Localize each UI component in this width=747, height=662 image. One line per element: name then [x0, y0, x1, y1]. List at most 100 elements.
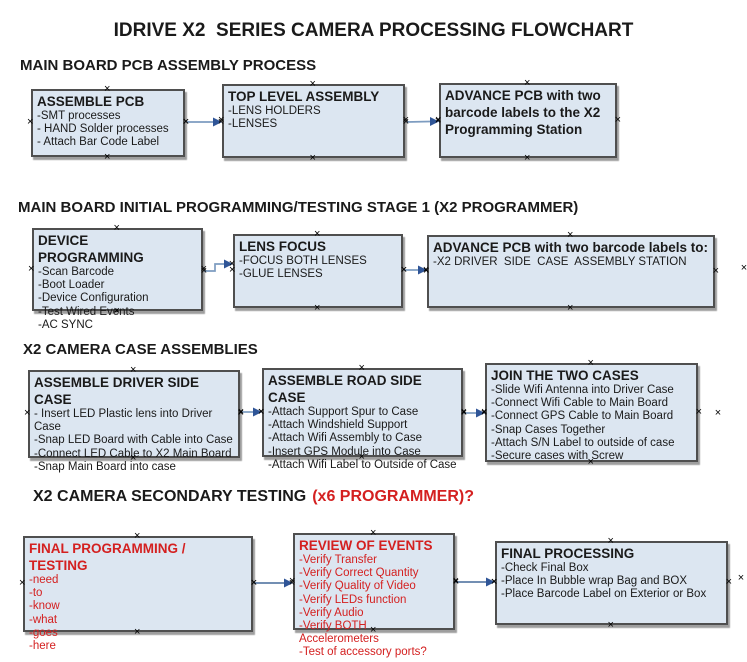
- box-item: -Attach S/N Label to outside of case: [491, 436, 675, 449]
- connection-handle-icon: ×: [358, 451, 365, 463]
- box-item: -Insert GPS Module into Case: [268, 445, 421, 458]
- box-item: -Scan Barcode: [38, 266, 115, 278]
- connection-handle-icon: ×: [27, 116, 34, 128]
- connector-arrow[interactable]: [187, 117, 222, 127]
- box-title: DEVICE PROGRAMMING: [38, 233, 144, 265]
- box-item: -Attach Windshield Support: [268, 419, 408, 432]
- connection-handle-icon: ×: [587, 456, 594, 468]
- connector-arrow[interactable]: [254, 578, 293, 588]
- flow-box-assemble-pcb[interactable]: ASSEMBLE PCB -SMT processes - HAND Solde…: [27, 84, 189, 163]
- connection-handle-icon: ×: [104, 151, 111, 163]
- box-title: JOIN THE TWO CASES: [491, 368, 639, 383]
- connection-point-icon: ×: [422, 264, 430, 276]
- connection-point-icon: ×: [288, 577, 296, 589]
- flow-box-assemble-driver-side-case[interactable]: ASSEMBLE DRIVER SIDE CASE - Insert LED P…: [24, 365, 244, 473]
- connection-handle-icon: ×: [614, 113, 621, 126]
- connection-handle-icon: ×: [607, 619, 614, 631]
- connector-arrow[interactable]: [406, 117, 439, 126]
- connection-point-icon: ×: [237, 406, 245, 418]
- box-title: ADVANCE PCB with two barcode labels to t…: [445, 88, 601, 137]
- connection-point-icon: ×: [490, 576, 498, 588]
- connection-handle-icon: ×: [314, 302, 321, 314]
- connection-handle-icon: ×: [452, 574, 459, 587]
- connection-handle-icon: ×: [524, 152, 531, 164]
- box-item: -Secure cases with Screw: [491, 450, 624, 463]
- connection-handle-icon: ×: [289, 574, 296, 587]
- flow-box-advance-pcb-programming-station[interactable]: ADVANCE PCB with two barcode labels to t…: [435, 78, 621, 164]
- box-item: -Connect GPS Cable to Main Board: [491, 410, 674, 423]
- box-item: -Snap Cases Together: [491, 423, 606, 436]
- connection-handle-icon: ×: [725, 576, 732, 588]
- box-item: -Verify BOTH Accelerometers: [299, 620, 379, 646]
- box-item: -AC SYNC: [38, 318, 93, 331]
- box-item: -Slide Wifi Antenna into Driver Case: [491, 384, 674, 396]
- connection-point-icon: ×: [200, 265, 208, 277]
- connection-point-icon: ×: [400, 264, 408, 276]
- connection-handle-icon: ×: [258, 405, 265, 418]
- connector-arrow[interactable]: [241, 407, 262, 417]
- connection-handle-icon: ×: [309, 152, 316, 164]
- connection-handle-icon: ×: [370, 624, 377, 636]
- connection-handle-icon: ×: [435, 113, 442, 126]
- flow-box-review-of-events[interactable]: REVIEW OF EVENTS -Verify Transfer -Verif…: [289, 528, 459, 659]
- box-item: -Attach Wifi Assembly to Case: [268, 432, 423, 445]
- connection-handle-icon: ×: [182, 116, 189, 128]
- connection-point-icon: ×: [228, 258, 236, 270]
- box-item: -Test of accessory ports?: [299, 646, 427, 659]
- connection-handle-icon: ×: [19, 577, 26, 589]
- box-title: FINAL PROGRAMMING / TESTING: [29, 541, 186, 573]
- page-title: IDRIVE X2 SERIES CAMERA PROCESSING FLOWC…: [113, 20, 634, 41]
- connection-point-icon: ×: [217, 116, 225, 128]
- box-title: LENS FOCUS: [239, 239, 327, 254]
- connection-handle-icon: ×: [130, 364, 137, 376]
- connection-handle-icon: ×: [370, 527, 377, 539]
- connection-point-icon: ×: [434, 115, 442, 127]
- connection-handle-icon: ×: [358, 362, 365, 374]
- flow-box-advance-pcb-driver-side[interactable]: ADVANCE PCB with two barcode labels to: …: [423, 230, 719, 314]
- connection-handle-icon: ×: [314, 228, 321, 240]
- flow-box-lens-focus[interactable]: LENS FOCUS -FOCUS BOTH LENSES -GLUE LENS…: [229, 229, 407, 314]
- box-title: ASSEMBLE PCB: [37, 94, 145, 109]
- flow-box-final-programming-testing[interactable]: FINAL PROGRAMMING / TESTING -need -to -k…: [19, 531, 257, 653]
- box-item: -Verify Audio: [299, 606, 364, 619]
- section-heading-pcb-assembly: MAIN BOARD PCB ASSEMBLY PROCESS: [20, 57, 317, 74]
- box-item: -Place In Bubble wrap Bag and BOX: [501, 575, 688, 588]
- box-title: ASSEMBLE ROAD SIDE CASE: [268, 373, 422, 405]
- box-item: -SMT processes: [37, 110, 121, 122]
- flow-box-final-processing[interactable]: FINAL PROCESSING -Check Final Box -Place…: [491, 536, 732, 631]
- connection-handle-icon: ×: [712, 264, 719, 277]
- box-title: ASSEMBLE DRIVER SIDE CASE: [34, 375, 200, 407]
- connection-handle-icon: ×: [481, 405, 488, 418]
- connection-handle-icon: ×: [524, 77, 531, 89]
- connection-point-icon: ×: [460, 407, 468, 419]
- connection-handle-icon: ×: [28, 262, 35, 275]
- connector-arrow[interactable]: [464, 408, 485, 418]
- connection-handle-icon: ×: [695, 405, 702, 418]
- connector-arrow[interactable]: [404, 265, 427, 275]
- flow-box-top-level-assembly[interactable]: TOP LEVEL ASSEMBLY -LENS HOLDERS -LENSES…: [218, 79, 409, 164]
- box-item: -Verify Quality of Video: [299, 580, 416, 593]
- box-item: -Boot Loader: [38, 279, 105, 292]
- flow-box-assemble-road-side-case[interactable]: ASSEMBLE ROAD SIDE CASE -Attach Support …: [258, 363, 467, 471]
- box-item: -LENSES: [228, 118, 278, 131]
- box-item: -Snap LED Board with Cable into Case: [34, 434, 233, 447]
- connection-point-icon: ×: [740, 262, 747, 274]
- connection-point-icon: ×: [452, 576, 460, 588]
- connection-handle-icon: ×: [134, 626, 141, 638]
- connection-handle-icon: ×: [113, 222, 120, 234]
- connector-arrow[interactable]: [204, 259, 233, 272]
- box-item: -Connect LED Cable to X2 Main Board: [34, 447, 232, 460]
- section-heading-secondary-testing: X2 CAMERA SECONDARY TESTING(x6 PROGRAMME…: [33, 488, 474, 506]
- connection-handle-icon: ×: [402, 114, 409, 126]
- flow-box-device-programming[interactable]: DEVICE PROGRAMMING -Scan Barcode -Boot L…: [28, 223, 207, 331]
- connection-handle-icon: ×: [134, 530, 141, 542]
- box-item: - Attach Bar Code Label: [37, 136, 160, 149]
- box-item: -what: [29, 613, 58, 626]
- connector-arrow[interactable]: [456, 577, 495, 587]
- box-item: -Attach Wifi Label to Outside of Case: [268, 458, 457, 471]
- box-item: -X2 DRIVER SIDE CASE ASSEMBLY STATION: [433, 256, 687, 268]
- connection-handle-icon: ×: [587, 357, 594, 369]
- flow-box-join-the-two-cases[interactable]: JOIN THE TWO CASES -Slide Wifi Antenna i…: [481, 358, 702, 468]
- connection-handle-icon: ×: [218, 114, 225, 126]
